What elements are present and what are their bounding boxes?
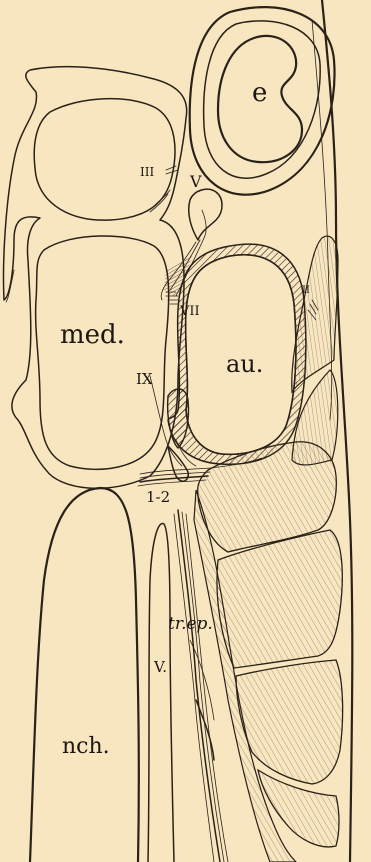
label-ii: II <box>302 286 310 296</box>
neurocranium-outline <box>3 67 186 489</box>
label-one-two: 1-2 <box>146 490 170 505</box>
label-v-nerve: V <box>190 174 202 190</box>
label-med: med. <box>60 322 125 348</box>
label-au: au. <box>226 352 263 376</box>
myotome-blocks <box>194 442 343 862</box>
notochord-outline <box>30 488 139 862</box>
muscle-block-upper <box>292 236 338 465</box>
label-e: e <box>252 80 267 106</box>
midbrain-outline <box>34 99 175 221</box>
medulla-outline <box>36 236 169 469</box>
label-vii: VII <box>180 305 200 318</box>
label-iii: III <box>140 166 154 178</box>
label-trep: tr.ep. <box>168 616 213 633</box>
label-nch: nch. <box>62 736 110 758</box>
vein-column-outline <box>148 523 174 862</box>
label-v-vein: V. <box>154 660 167 675</box>
label-ix: IX <box>136 372 153 387</box>
